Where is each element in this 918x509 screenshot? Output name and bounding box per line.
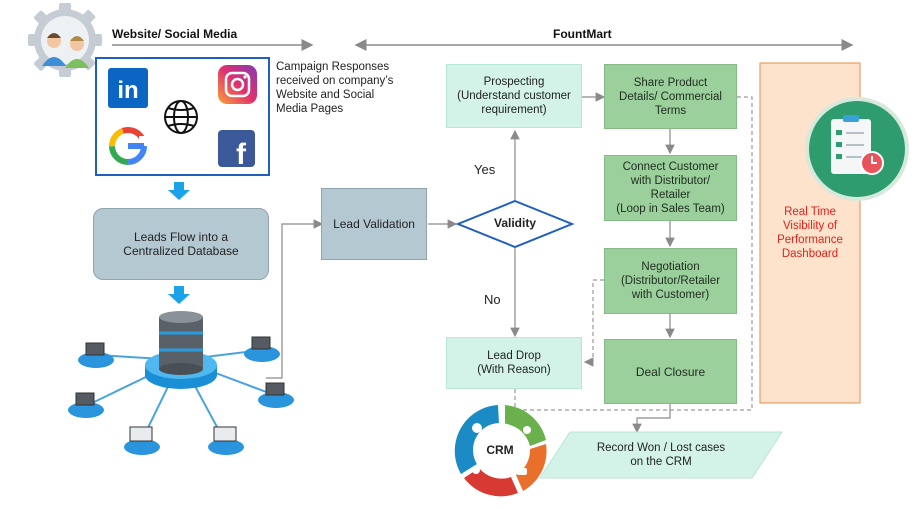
down-arrow-1 bbox=[168, 182, 190, 200]
connect-customer-box: Connect Customer with Distributor/ Retai… bbox=[604, 155, 737, 221]
checklist-icon bbox=[805, 97, 909, 201]
down-arrow-2 bbox=[168, 286, 190, 304]
negotiation-box: Negotiation (Distributor/Retailer with C… bbox=[604, 248, 737, 314]
campaign-text: Campaign Responses received on company’s… bbox=[276, 61, 394, 115]
globe-icon bbox=[164, 100, 198, 134]
facebook-icon-text: f bbox=[236, 138, 247, 171]
prospecting-box: Prospecting (Understand customer require… bbox=[446, 64, 582, 128]
edge-label-yes: Yes bbox=[474, 162, 496, 177]
people-gear-icon bbox=[28, 3, 102, 77]
record-text: Record Won / Lost cases on the CRM bbox=[596, 442, 726, 468]
edge-share-to-crm bbox=[515, 96, 753, 411]
header-fountmart: FountMart bbox=[553, 27, 612, 41]
deal-closure-box: Deal Closure bbox=[604, 339, 737, 404]
facebook-icon bbox=[218, 130, 255, 167]
linkedin-icon-text: in bbox=[117, 77, 138, 104]
linkedin-icon bbox=[108, 68, 148, 108]
record-parallelogram bbox=[539, 431, 783, 479]
edge-label-no: No bbox=[484, 292, 501, 307]
leads-flow-box: Leads Flow into a Centralized Database bbox=[93, 208, 269, 280]
edge-negotiation-to-drop bbox=[583, 279, 604, 367]
crm-cycle-icon bbox=[454, 405, 547, 497]
header-website-social: Website/ Social Media bbox=[112, 27, 238, 41]
instagram-icon bbox=[218, 65, 257, 104]
edge-network-to-validation bbox=[266, 219, 324, 379]
validity-label: Validity bbox=[493, 216, 537, 230]
edge-deal-to-record bbox=[632, 404, 671, 434]
dashboard-text: Real Time Visibility of Performance Dash… bbox=[777, 206, 843, 260]
google-icon bbox=[109, 127, 147, 165]
lead-drop-box: Lead Drop (With Reason) bbox=[446, 337, 582, 389]
lead-validation-box: Lead Validation bbox=[321, 188, 427, 260]
validity-diamond bbox=[455, 199, 575, 249]
share-product-box: Share Product Details/ Commercial Terms bbox=[604, 64, 737, 129]
crm-label: CRM bbox=[486, 443, 514, 457]
network-database-icon bbox=[68, 311, 294, 455]
